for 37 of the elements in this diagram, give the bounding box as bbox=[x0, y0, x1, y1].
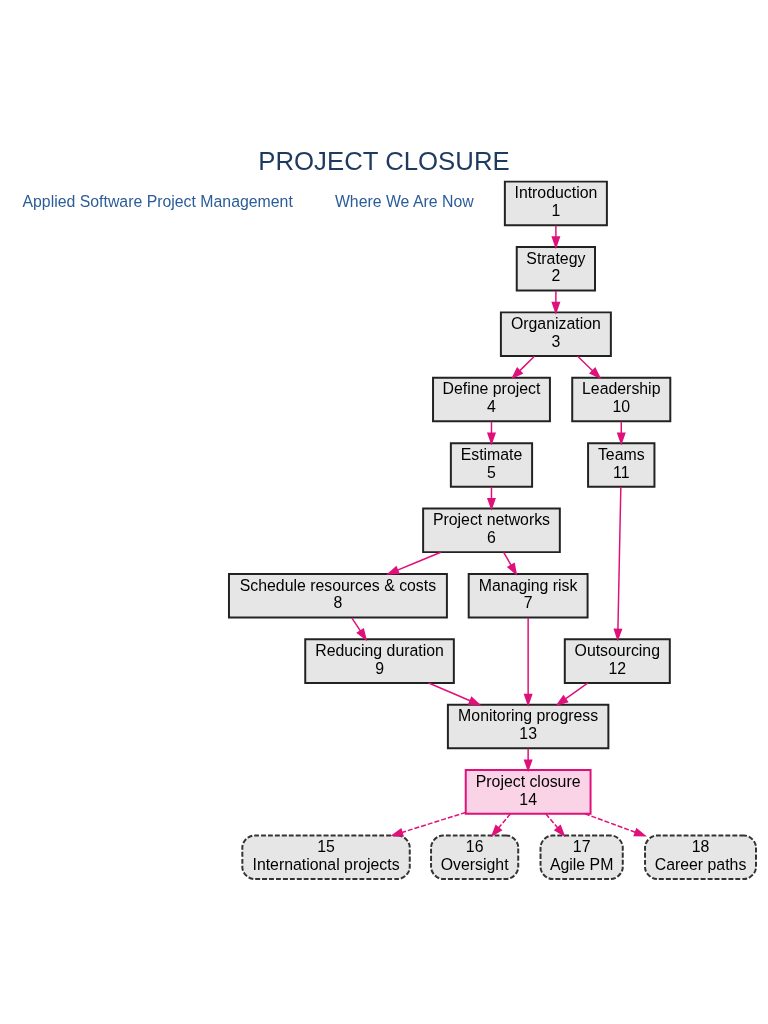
arrow bbox=[584, 813, 647, 837]
node-box: 15 International projects bbox=[241, 834, 411, 881]
node-box: Strategy 2 bbox=[515, 246, 596, 292]
node-box: Project networks 6 bbox=[422, 507, 561, 554]
arrow bbox=[551, 224, 561, 250]
arrow bbox=[545, 813, 566, 838]
node-box: 18 Career paths bbox=[644, 834, 757, 881]
diagram-title: PROJECT CLOSURE bbox=[258, 146, 510, 175]
node-box: Introduction 1 bbox=[503, 180, 608, 227]
arrow bbox=[386, 551, 442, 575]
arrow bbox=[502, 551, 518, 576]
arrow bbox=[390, 811, 467, 837]
arrow bbox=[511, 355, 536, 380]
label: Where We Are Now bbox=[334, 193, 474, 211]
arrow bbox=[576, 355, 602, 380]
node-box: Schedule resources & costs 8 bbox=[227, 572, 448, 619]
node-box: Estimate 5 bbox=[449, 442, 534, 488]
node-box: Define project 4 bbox=[432, 376, 551, 423]
node-box: Teams 11 bbox=[587, 442, 656, 488]
arrow bbox=[427, 682, 482, 706]
label: Applied Software Project Management bbox=[22, 193, 293, 211]
arrow bbox=[555, 682, 589, 706]
arrow bbox=[490, 813, 512, 838]
node-box: Monitoring progress 13 bbox=[446, 703, 610, 750]
arrow bbox=[613, 486, 623, 642]
arrow bbox=[351, 617, 368, 642]
node-box: Leadership 10 bbox=[571, 376, 672, 423]
arrow bbox=[523, 616, 533, 707]
node-box: 17 Agile PM bbox=[539, 834, 624, 881]
node-box: Outsourcing 12 bbox=[563, 638, 671, 684]
node-box: 16 Oversight bbox=[430, 834, 520, 881]
node-box: Organization 3 bbox=[499, 311, 612, 357]
node-box: Managing risk 7 bbox=[467, 572, 589, 619]
node-box: Project closure 14 bbox=[464, 769, 592, 815]
node-box: Reducing duration 9 bbox=[304, 638, 455, 684]
arrow bbox=[551, 290, 561, 315]
arrow bbox=[523, 747, 533, 773]
